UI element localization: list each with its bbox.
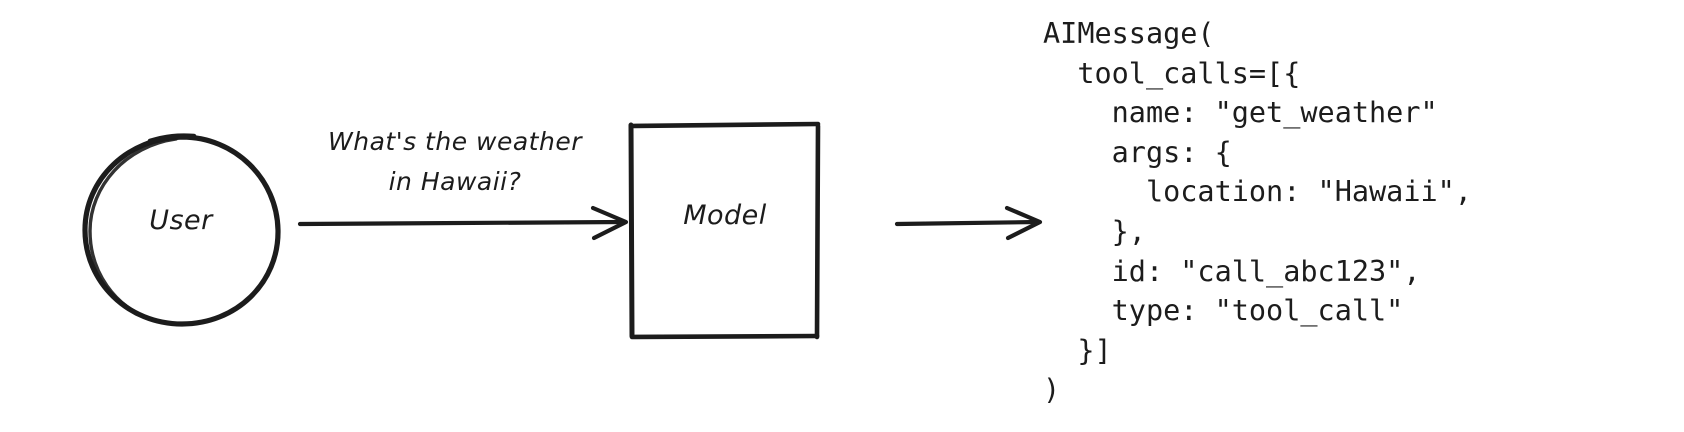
edge-label-line-1: What's the weather	[328, 127, 582, 156]
edge-label-line-2: in Hawaii?	[388, 167, 522, 196]
node-model-box[interactable]	[628, 121, 821, 340]
node-user-circle[interactable]	[82, 133, 281, 327]
edge-label-user-to-model: What's the weather in Hawaii?	[290, 122, 620, 202]
node-label-model: Model	[683, 200, 767, 231]
ai-message-code-block: AIMessage( tool_calls=[{ name: "get_weat…	[1043, 17, 1472, 407]
node-label-user: User	[149, 205, 213, 236]
arrow-model-to-output	[894, 205, 1043, 241]
arrow-user-to-model	[297, 205, 629, 241]
